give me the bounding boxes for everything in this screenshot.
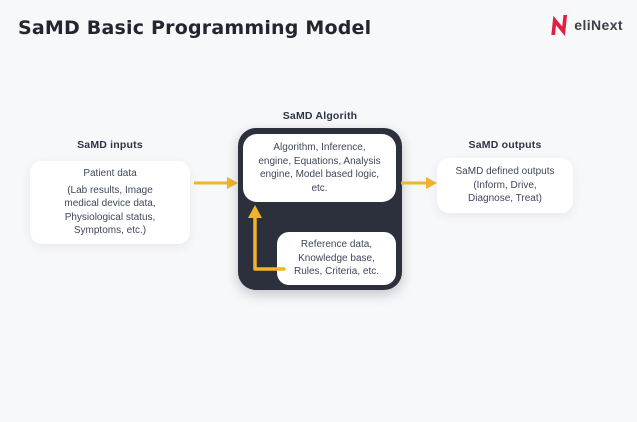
samd-outputs-card: SaMD defined outputs (Inform, Drive, Dia… (437, 158, 573, 213)
elinext-logo: eliNext (549, 14, 623, 36)
patient-data-details: (Lab results, Image medical device data,… (64, 184, 156, 237)
reference-data-card: Reference data, Knowledge base, Rules, C… (277, 232, 396, 285)
label-samd-outputs: SaMD outputs (468, 139, 542, 151)
arrow-reference-to-engine (248, 205, 286, 271)
algorithm-engine-card: Algorithm, Inference, engine, Equations,… (243, 134, 396, 202)
elinext-n-icon (551, 14, 568, 36)
label-samd-algorithm: SaMD Algorith (282, 110, 358, 122)
label-samd-inputs: SaMD inputs (77, 139, 143, 151)
elinext-wordmark: eliNext (574, 17, 623, 33)
page-title: SaMD Basic Programming Model (18, 17, 372, 39)
arrow-algorithm-to-outputs (401, 177, 437, 189)
patient-data-title: Patient data (83, 168, 137, 180)
patient-data-card: Patient data (Lab results, Image medical… (30, 161, 190, 244)
arrow-inputs-to-algorithm (194, 177, 238, 189)
